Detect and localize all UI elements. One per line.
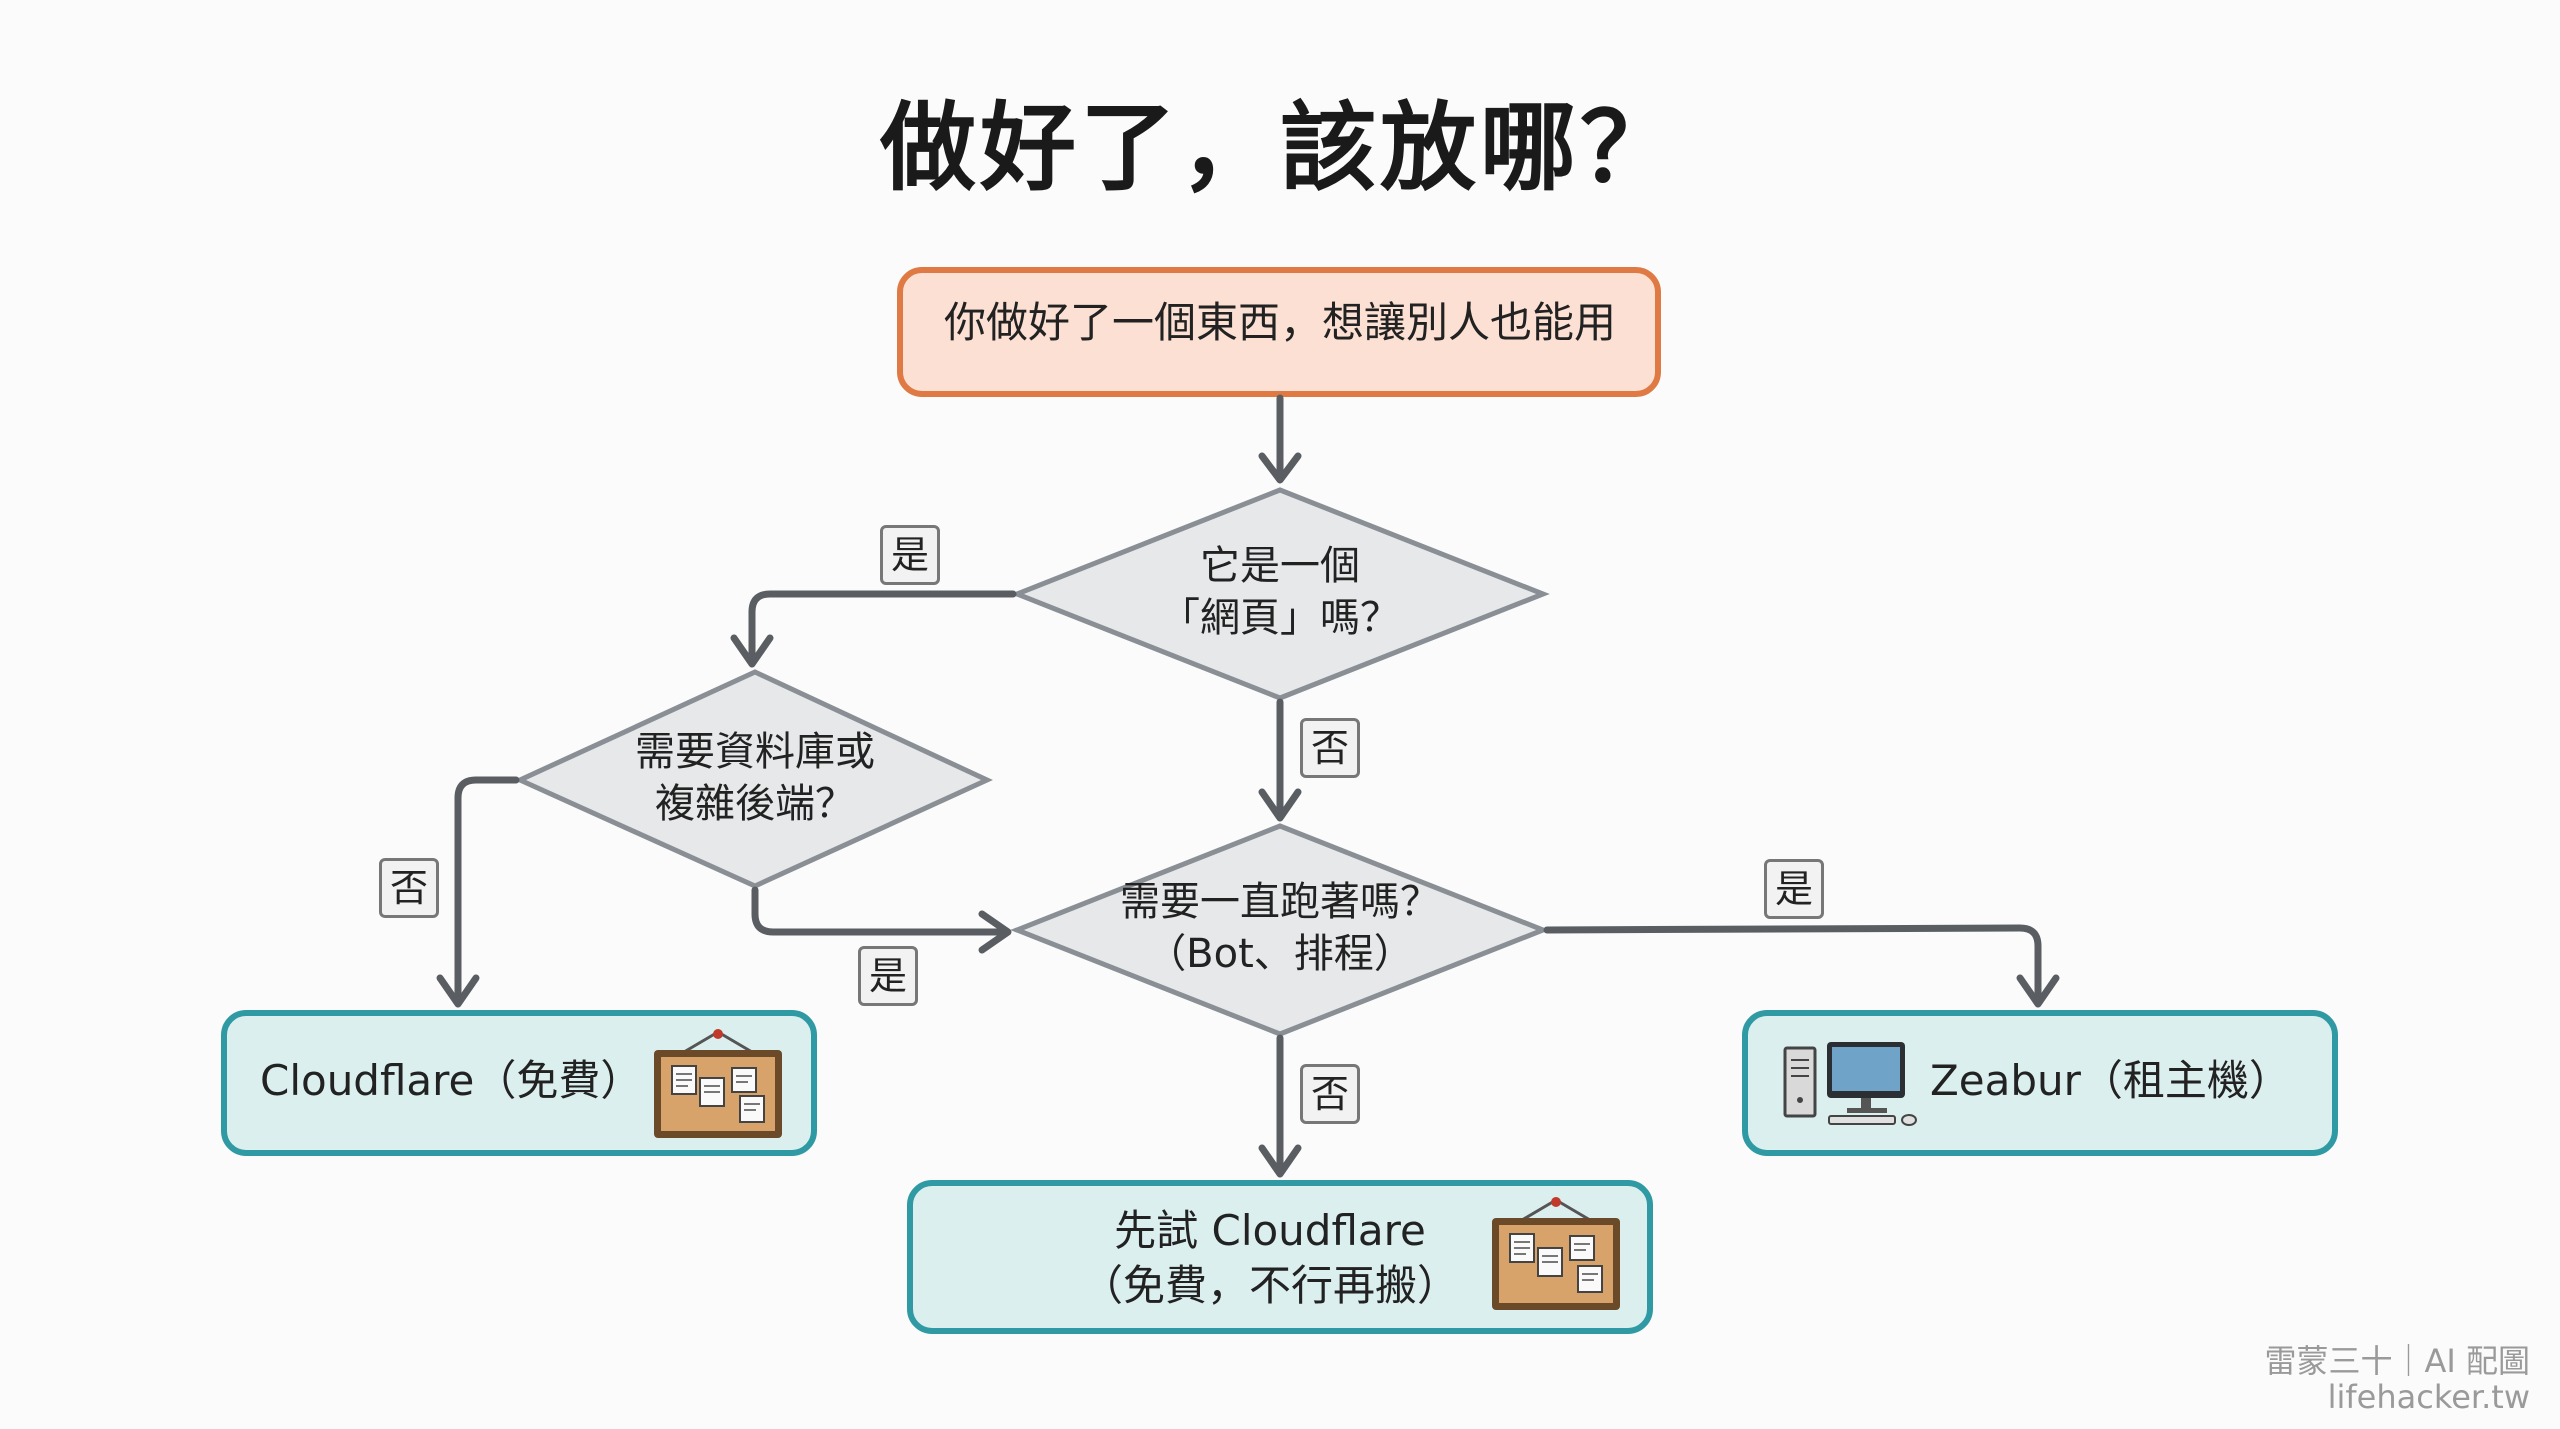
- edge-label-backend-no: 否: [379, 858, 439, 918]
- arrow-webpage-yes: [748, 590, 1017, 664]
- result-try-cloudflare-label: 先試 Cloudflare （免費，不行再搬）: [1070, 1204, 1470, 1313]
- arrowhead-always-on-yes: [2016, 974, 2060, 1008]
- arrowhead-backend-no: [436, 974, 480, 1008]
- start-node-label: 你做好了一個東西，想讓別人也能用: [943, 298, 1616, 347]
- corkboard-icon: [654, 1029, 782, 1138]
- result-cloudflare-label: Cloudflare（免費）: [260, 1056, 643, 1105]
- decision-webpage-node: [1010, 487, 1550, 701]
- decision-webpage-label: 它是一個 「網頁」嗎？: [1080, 540, 1480, 644]
- start-node: [897, 267, 1661, 397]
- decision-backend-line2: 複雜後端？: [655, 781, 855, 827]
- page-title: 做好了，該放哪？: [880, 92, 1680, 204]
- decision-always-on-label: 需要一直跑著嗎？ （Bot、排程）: [1060, 876, 1500, 980]
- decision-backend-node: [513, 669, 993, 889]
- arrowhead-always-on-no: [1258, 1144, 1302, 1178]
- watermark-site: lifehacker.tw: [2327, 1378, 2530, 1416]
- decision-always-on-line1: 需要一直跑著嗎？: [1120, 879, 1440, 925]
- edge-label-webpage-no: 否: [1300, 718, 1360, 778]
- decision-webpage-line2: 「網頁」嗎？: [1160, 595, 1400, 641]
- arrowhead-webpage-yes: [730, 634, 774, 668]
- arrow-backend-yes: [751, 886, 1008, 936]
- edge-label-backend-yes: 是: [858, 946, 918, 1006]
- watermark-credit: 雷蒙三十｜AI 配圖: [2264, 1342, 2530, 1380]
- result-try-cloudflare-node: [907, 1180, 1653, 1334]
- result-try-cloudflare-line2: （免費，不行再搬）: [1080, 1260, 1459, 1310]
- edge-label-always-on-yes: 是: [1764, 859, 1824, 919]
- arrow-backend-no: [454, 776, 520, 1004]
- desktop-computer-icon: [1783, 1042, 1917, 1126]
- result-try-cloudflare-line1: 先試 Cloudflare: [1114, 1206, 1426, 1255]
- decision-always-on-line2: （Bot、排程）: [1146, 931, 1414, 977]
- decision-backend-label: 需要資料庫或 複雜後端？: [570, 726, 940, 830]
- arrowhead-backend-yes: [978, 910, 1012, 954]
- decision-backend-line1: 需要資料庫或: [635, 729, 875, 775]
- decision-webpage-line1: 它是一個: [1200, 543, 1360, 589]
- arrow-always-on-yes: [1543, 924, 2042, 1004]
- edge-label-always-on-no: 否: [1300, 1064, 1360, 1124]
- result-zeabur-label: Zeabur（租主機）: [1930, 1056, 2291, 1105]
- arrowhead-webpage-no: [1258, 788, 1302, 822]
- decision-always-on-node: [1010, 823, 1550, 1037]
- edge-label-webpage-yes: 是: [880, 525, 940, 585]
- corkboard-icon: [1492, 1197, 1620, 1310]
- arrowhead-start-to-webpage: [1258, 452, 1302, 484]
